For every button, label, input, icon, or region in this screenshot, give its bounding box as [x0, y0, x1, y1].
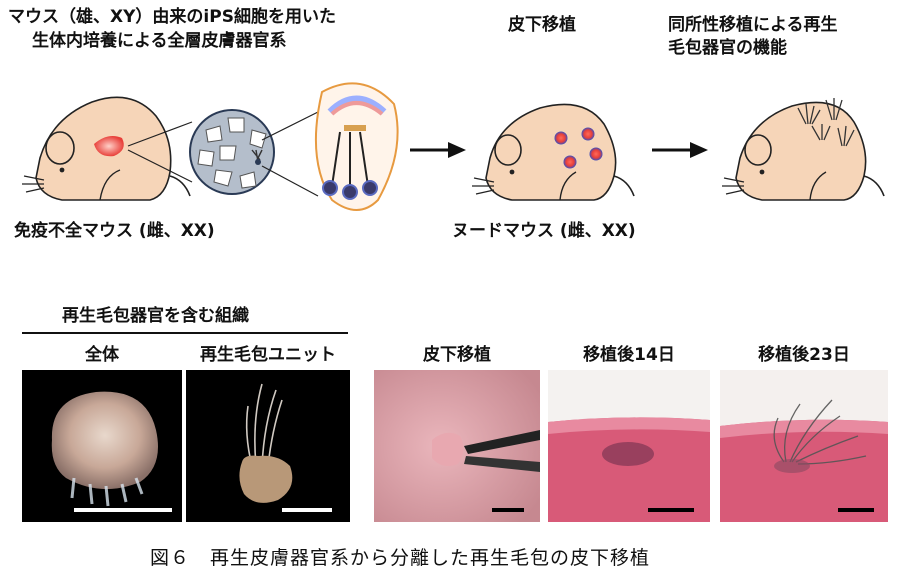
step3-title-line1: 同所性移植による再生	[668, 15, 838, 35]
photo-subcutaneous	[374, 370, 540, 522]
hair-tuft-icon	[797, 98, 855, 147]
mouse1-label: 免疫不全マウス (雌、XX)	[14, 221, 215, 241]
photo-day14	[548, 370, 710, 522]
step3-title-line2: 毛包器官の機能	[668, 38, 787, 58]
mouse-3-icon	[722, 98, 885, 201]
panel-label-day23: 移植後23日	[758, 345, 850, 365]
mouse-1-icon	[22, 96, 191, 201]
scale-bar	[282, 508, 332, 512]
step2-title: 皮下移植	[508, 15, 576, 35]
photo-day23	[720, 370, 888, 522]
photo-whole-tissue	[22, 370, 182, 522]
panel-label-whole: 全体	[85, 345, 119, 365]
scale-bar	[648, 508, 694, 512]
arrow-right-icon	[652, 142, 708, 158]
tissue-section-icon	[189, 109, 275, 195]
scale-bar	[74, 508, 172, 512]
mouse-2-icon	[472, 103, 635, 201]
photo-follicle-unit	[186, 370, 350, 522]
panel-label-subcutaneous: 皮下移植	[423, 345, 491, 365]
photo-group-title: 再生毛包器官を含む組織	[62, 306, 249, 326]
scale-bar	[492, 508, 524, 512]
mouse2-label: ヌードマウス (雌、XX)	[452, 221, 636, 241]
implant-site-icon	[94, 136, 124, 157]
step1-title-line1: マウス（雄、XY）由来のiPS細胞を用いた	[8, 7, 336, 27]
panel-label-follicle-unit: 再生毛包ユニット	[200, 345, 336, 365]
arrow-right-icon	[410, 142, 466, 158]
transplant-diagram	[22, 82, 885, 211]
step1-title-line2: 生体内培養による全層皮膚器官系	[32, 31, 287, 51]
hair-follicle-icon	[314, 82, 399, 211]
group-divider	[22, 332, 348, 334]
scale-bar	[838, 508, 874, 512]
figure-caption: 図６ 再生皮膚器官系から分離した再生毛包の皮下移植	[150, 547, 651, 569]
panel-label-day14: 移植後14日	[583, 345, 675, 365]
